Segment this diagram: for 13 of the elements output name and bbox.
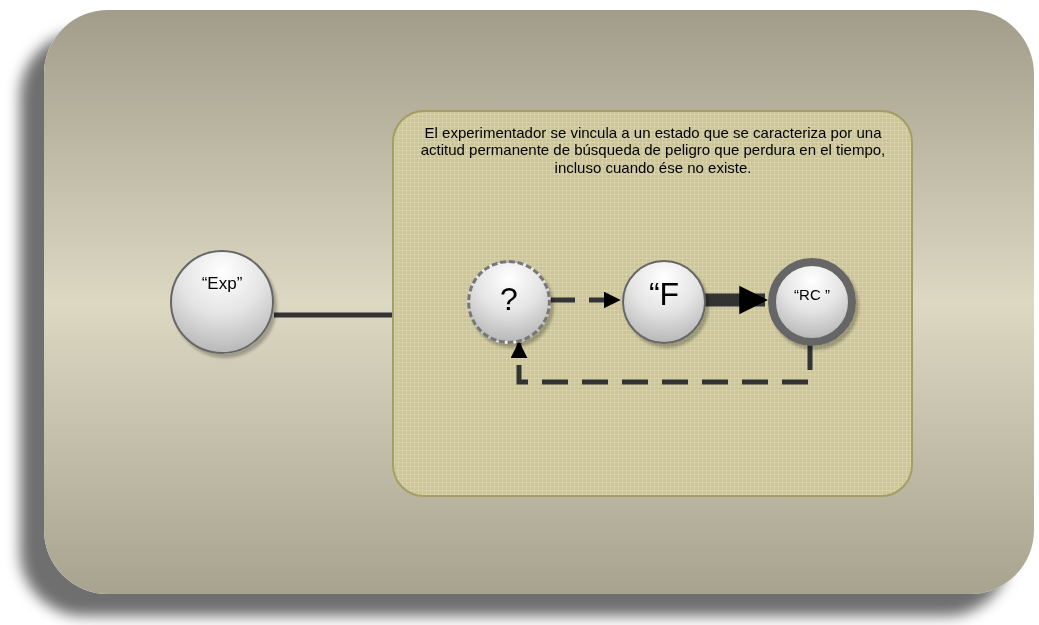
arrow [549, 291, 621, 309]
node-label: ? [500, 281, 518, 319]
state-circle [768, 258, 856, 346]
state-circle [622, 260, 706, 344]
node-label: “Exp” [201, 274, 243, 295]
unknown-circle [467, 260, 551, 344]
node-label: “F [648, 276, 680, 314]
node-label: “RC ” [794, 286, 830, 305]
description-panel [392, 110, 913, 497]
connector-line [274, 312, 392, 318]
arrow [704, 285, 768, 315]
description-text: El experimentador se vincula a un estado que se caracteriza por una actitud permanente de búsqueda de peligro que perdura en el tiempo, incluso cuando ése no existe. [419, 124, 887, 176]
arrow [510, 341, 813, 385]
